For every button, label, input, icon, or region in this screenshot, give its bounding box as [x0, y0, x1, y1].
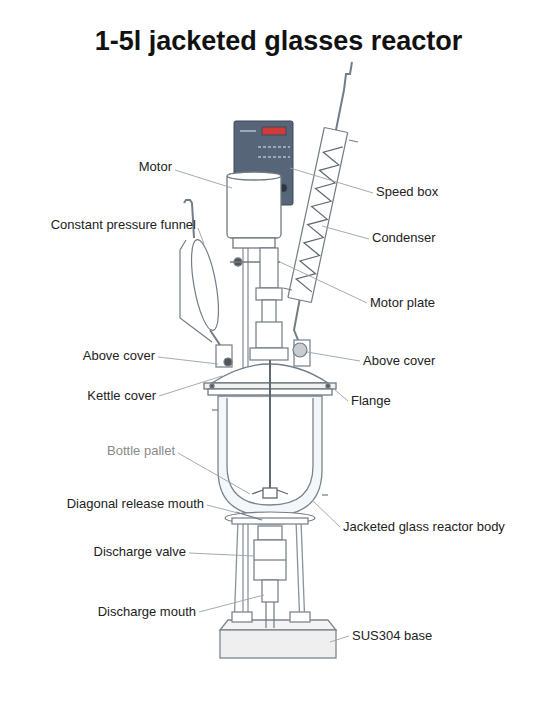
reactor-body — [322, 494, 328, 495]
stirrer — [269, 360, 271, 494]
leader-line — [199, 595, 264, 612]
part-label: Flange — [351, 393, 391, 409]
discharge-valve — [254, 559, 286, 560]
leader-line — [290, 168, 373, 193]
motor — [227, 172, 281, 180]
leader-line — [158, 357, 218, 364]
leader-line — [189, 553, 254, 556]
cover-necks — [294, 340, 310, 366]
condenser — [283, 62, 358, 345]
part-label: SUS304 base — [352, 628, 432, 644]
discharge-valve — [262, 580, 278, 602]
part-label: Above cover — [83, 348, 155, 364]
stirrer-coupling — [250, 348, 288, 360]
flange — [210, 384, 214, 388]
speed-box — [262, 127, 286, 135]
leader-line — [178, 453, 250, 494]
leader-line — [159, 376, 222, 396]
leader-line — [312, 500, 340, 527]
leader-line — [307, 352, 360, 361]
discharge-valve — [266, 602, 274, 628]
discharge-valve — [254, 540, 286, 580]
leader-line — [334, 389, 348, 401]
speed-box — [240, 131, 256, 132]
leader-line — [198, 228, 204, 244]
base-plate — [232, 612, 252, 622]
speed-box — [258, 157, 290, 158]
cover-necks — [224, 358, 232, 366]
stirrer — [252, 360, 288, 498]
discharge-valve — [236, 512, 286, 628]
part-label: Discharge valve — [94, 544, 187, 560]
leader-line — [175, 170, 232, 188]
leader-line — [330, 636, 349, 642]
part-label: Diagonal release mouth — [67, 496, 204, 512]
constant-pressure-funnel — [180, 240, 212, 342]
condenser — [349, 140, 358, 142]
base-plate — [220, 630, 336, 658]
stirrer-coupling — [256, 288, 282, 300]
part-label: Constant pressure funnel — [51, 217, 196, 233]
leader-line — [280, 262, 367, 303]
stirrer — [252, 490, 288, 494]
part-label: Speed box — [376, 184, 438, 200]
condenser — [336, 62, 352, 130]
cover-necks — [216, 345, 232, 367]
discharge-valve — [258, 526, 282, 540]
stirrer — [263, 488, 277, 498]
leader-line — [158, 168, 373, 642]
condenser — [294, 300, 300, 345]
diagram-title: 1-5l jacketed glasses reactor — [0, 26, 557, 57]
bottle-pallet — [225, 512, 315, 524]
speed-box — [258, 147, 290, 148]
part-label: Motor — [139, 159, 172, 175]
constant-pressure-funnel — [186, 238, 224, 332]
reactor-body — [212, 409, 218, 410]
cover-necks — [216, 340, 310, 367]
condenser — [324, 128, 347, 133]
base-plate — [220, 612, 336, 658]
discharge-valve — [236, 512, 262, 520]
part-label: Above cover — [363, 353, 435, 369]
part-label: Jacketed glass reactor body — [343, 519, 505, 535]
flange — [326, 384, 330, 388]
motor — [233, 238, 275, 248]
motor — [227, 174, 281, 238]
condenser — [296, 147, 343, 292]
leader-line — [207, 505, 238, 513]
cover-necks — [293, 343, 307, 357]
stirrer-coupling — [250, 248, 288, 360]
part-label: Kettle cover — [87, 388, 156, 404]
bottle-pallet — [225, 512, 315, 524]
leader-line — [322, 226, 369, 239]
bottle-pallet — [232, 518, 308, 524]
part-label: Bottle pallet — [107, 443, 175, 459]
stirrer-coupling — [260, 248, 278, 288]
base-plate — [290, 612, 310, 622]
part-label: Motor plate — [370, 295, 435, 311]
part-label: Condenser — [372, 230, 436, 246]
condenser — [283, 288, 292, 290]
stirrer-coupling — [256, 322, 282, 348]
part-label: Discharge mouth — [98, 604, 196, 620]
